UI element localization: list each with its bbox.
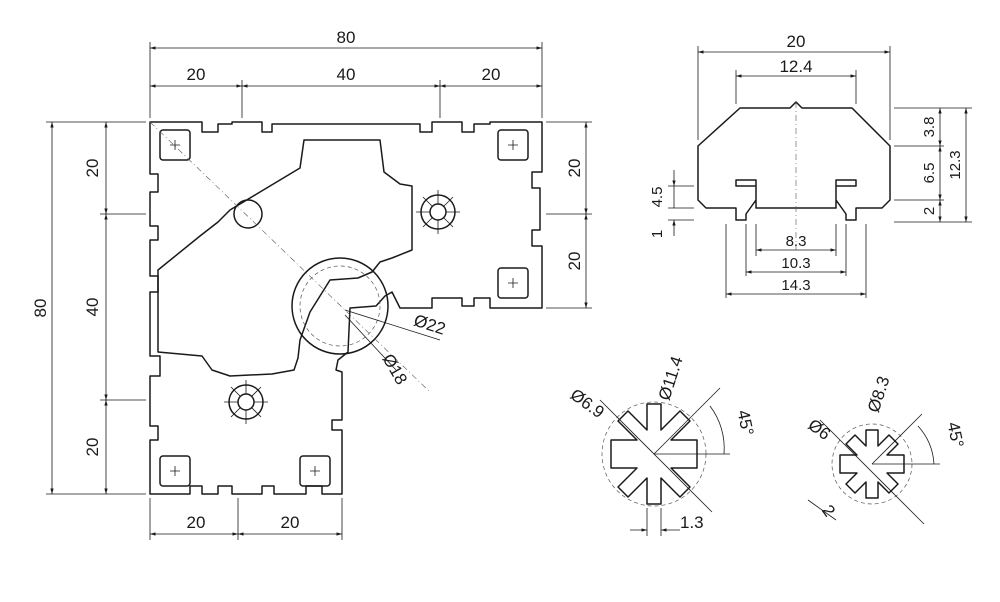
dim-overall-height: 80 <box>31 121 146 495</box>
main-profile-view: 80 20 40 20 80 20 40 20 <box>31 28 592 540</box>
top-seg-1-label: 20 <box>187 65 206 84</box>
star-core-lower <box>224 380 268 424</box>
dim-overall-width: 80 <box>149 28 543 118</box>
core-small-diag-2 <box>871 413 923 465</box>
dia18-leader <box>344 314 397 371</box>
core-small-diag-1 <box>819 419 925 525</box>
core-small-angle-label: 45° <box>943 420 967 449</box>
core-large-slot-label: 1.3 <box>680 513 704 532</box>
dim-right-segments: 20 20 <box>546 121 592 309</box>
core-large-angle-arc <box>709 405 725 455</box>
core-large-angle-label: 45° <box>733 408 757 437</box>
slot-right-h2-label: 6.5 <box>921 163 938 184</box>
overall-width-label: 80 <box>337 28 356 47</box>
core-large-view: Ø6.9 Ø11.4 45° 1.3 <box>567 354 757 536</box>
overall-height-label: 80 <box>31 299 50 318</box>
slot-left-h1-label: 4.5 <box>649 187 666 208</box>
slot-right-h3-label: 2 <box>921 207 938 215</box>
large-bore-outer <box>291 257 389 355</box>
corner-pocket-top-right <box>497 129 529 161</box>
dim-bottom-segments: 20 20 <box>149 498 343 540</box>
core-small-angle-arc <box>917 425 935 465</box>
small-bore <box>233 199 263 229</box>
dim-slot-bottom: 8.3 10.3 14.3 <box>725 224 867 298</box>
corner-pocket-mid-right <box>497 267 529 299</box>
slot-detail-view: 20 12.4 3.8 6.5 2 12.3 <box>649 32 972 298</box>
dim-slot-top: 20 <box>697 32 891 140</box>
corner-pocket-bottom-right <box>299 455 331 487</box>
slot-opening-label: 12.4 <box>779 57 812 76</box>
corner-pocket-top-left <box>159 129 191 161</box>
dia22-leader <box>344 309 441 341</box>
slot-bottom-w3-label: 14.3 <box>781 277 810 294</box>
bottom-seg-2-label: 20 <box>281 513 300 532</box>
pocket-centers <box>170 140 518 476</box>
slot-bottom-w1-label: 8.3 <box>786 233 807 250</box>
slot-top-width-label: 20 <box>787 32 806 51</box>
large-bore-inner-label: Ø18 <box>379 351 412 388</box>
large-bore-outer-label: Ø22 <box>411 311 447 339</box>
right-seg-2-label: 20 <box>565 252 584 271</box>
left-seg-1-label: 20 <box>83 159 102 178</box>
dim-slot-left: 4.5 1 <box>649 170 694 238</box>
profile-outline <box>149 121 543 495</box>
core-small-view: Ø6 Ø8.3 45° 2 <box>804 374 967 525</box>
large-bore-inner <box>299 265 381 347</box>
inner-cavity <box>157 139 413 377</box>
core-large-outer-dia-label: Ø11.4 <box>655 354 687 403</box>
slot-bottom-w2-label: 10.3 <box>781 255 810 272</box>
core-large-diag-1 <box>599 399 713 513</box>
left-seg-2-label: 40 <box>83 298 102 317</box>
dim-slot-right: 3.8 6.5 2 12.3 <box>894 107 972 223</box>
dim-top-segments: 20 40 20 <box>150 65 542 118</box>
core-small-inner-dia-label: Ø6 <box>804 415 834 444</box>
core-small-slot-ext <box>807 499 837 521</box>
bottom-seg-1-label: 20 <box>187 513 206 532</box>
core-large-diag-2 <box>653 387 721 455</box>
star-core-upper <box>416 190 460 234</box>
right-seg-1-label: 20 <box>565 159 584 178</box>
slot-left-h2-label: 1 <box>649 230 666 238</box>
core-small-outer-dia-label: Ø8.3 <box>864 374 893 415</box>
top-seg-3-label: 20 <box>482 65 501 84</box>
slot-right-total-label: 12.3 <box>947 150 964 179</box>
core-large-inner-dia-label: Ø6.9 <box>567 385 608 422</box>
top-seg-2-label: 40 <box>337 65 356 84</box>
left-seg-3-label: 20 <box>83 438 102 457</box>
corner-pocket-bottom-left <box>159 455 191 487</box>
dim-left-segments: 20 40 20 <box>83 122 146 494</box>
dim-slot-opening: 12.4 <box>735 57 857 104</box>
slot-right-h1-label: 3.8 <box>921 117 938 138</box>
core-small-slot-label: 2 <box>818 501 839 520</box>
slot-outline <box>697 101 891 221</box>
